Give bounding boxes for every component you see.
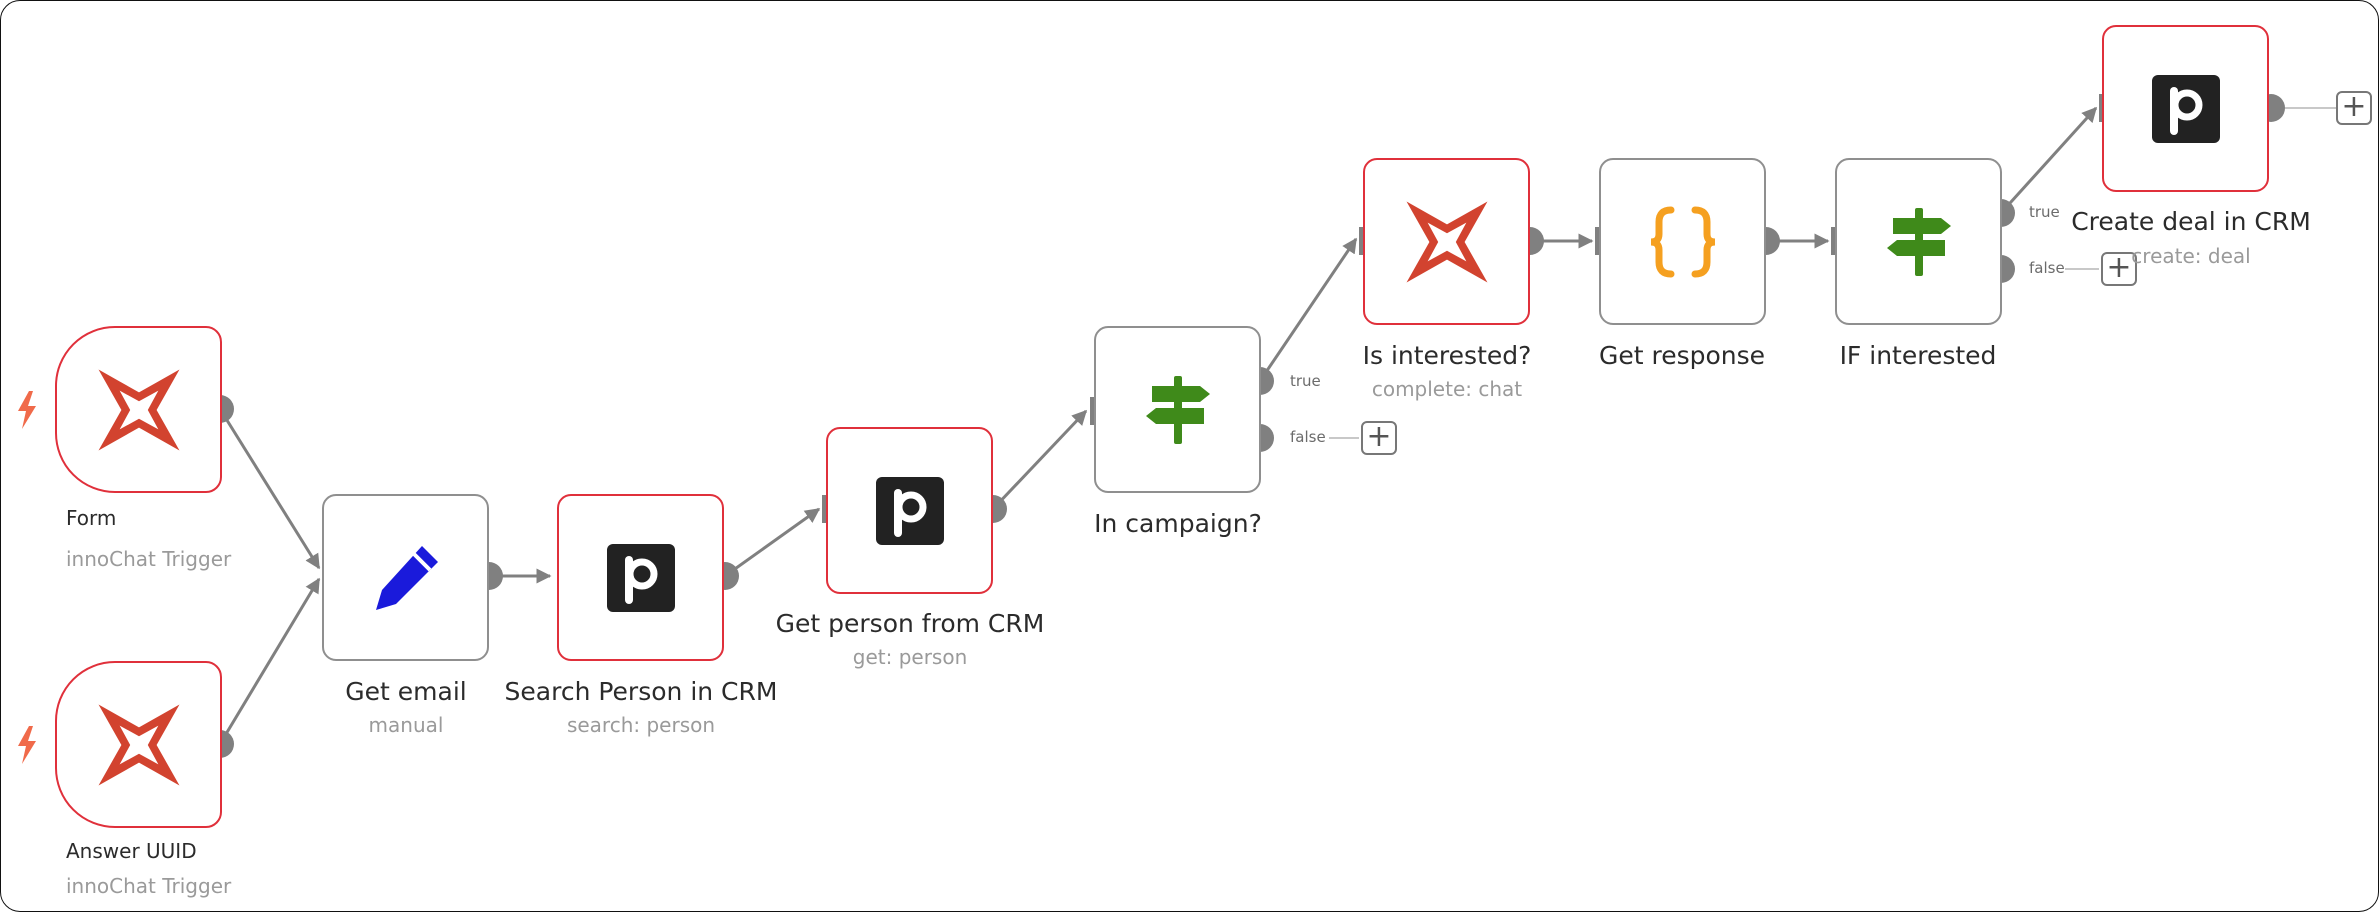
if-interested-false-label: false (2029, 259, 2065, 277)
node-get-person-title: Get person from CRM (775, 609, 1045, 638)
curly-braces-icon (1645, 204, 1721, 280)
in-campaign-true-label: true (1290, 372, 1321, 390)
node-answer-uuid-title: Answer UUID (66, 839, 197, 863)
pipedrive-logo-icon (2151, 74, 2220, 143)
node-create-deal[interactable] (2102, 25, 2269, 192)
node-answer-uuid-subtitle: innoChat Trigger (66, 874, 232, 898)
node-form[interactable] (55, 326, 222, 493)
innochat-logo-icon (1403, 198, 1491, 286)
edge-search-person-to-get-person[interactable] (724, 507, 821, 578)
edge-form-to-get-email[interactable] (218, 408, 321, 570)
node-get-person[interactable] (826, 427, 993, 594)
node-get-email[interactable] (322, 494, 489, 661)
node-get-email-title: Get email (345, 677, 467, 706)
innochat-logo-icon (95, 366, 183, 454)
node-is-interested-title: Is interested? (1362, 341, 1532, 370)
node-get-response[interactable] (1599, 158, 1766, 325)
node-create-deal-subtitle: create: deal (2131, 244, 2251, 268)
edge-if-interested-to-create-deal[interactable] (1999, 106, 2098, 215)
edge-get-person-to-in-campaign[interactable] (991, 409, 1088, 511)
in-campaign-false-add-button[interactable]: + (1361, 421, 1397, 455)
node-if-interested[interactable] (1835, 158, 2002, 325)
node-in-campaign-title: In campaign? (1094, 509, 1262, 538)
trigger-bolt-icon (18, 726, 36, 764)
pipedrive-logo-icon (606, 543, 675, 612)
node-is-interested-subtitle: complete: chat (1371, 377, 1523, 401)
signpost-icon (1885, 206, 1953, 278)
node-search-person-subtitle: search: person (566, 713, 716, 737)
pencil-icon (370, 542, 442, 614)
edge-in-campaign-to-is-interested[interactable] (1258, 237, 1358, 382)
node-in-campaign[interactable] (1094, 326, 1261, 493)
node-create-deal-title: Create deal in CRM (2071, 207, 2311, 236)
node-if-interested-title: IF interested (1839, 341, 1997, 370)
if-interested-true-label: true (2029, 203, 2060, 221)
create-deal-add-button[interactable]: + (2336, 91, 2372, 125)
node-get-email-subtitle: manual (368, 713, 444, 737)
node-answer-uuid[interactable] (55, 661, 222, 828)
trigger-bolt-icon (18, 391, 36, 429)
node-get-person-subtitle: get: person (852, 645, 968, 669)
node-search-person[interactable] (557, 494, 724, 661)
node-get-response-title: Get response (1598, 341, 1766, 370)
innochat-logo-icon (95, 701, 183, 789)
pipedrive-logo-icon (875, 476, 944, 545)
node-form-title: Form (66, 506, 117, 530)
in-campaign-false-label: false (1290, 428, 1326, 446)
node-form-subtitle: innoChat Trigger (66, 547, 232, 571)
node-is-interested[interactable] (1363, 158, 1530, 325)
node-search-person-title: Search Person in CRM (504, 677, 778, 706)
if-interested-false-add-button[interactable]: + (2101, 252, 2137, 286)
signpost-icon (1144, 374, 1212, 446)
edge-answer-to-get-email[interactable] (218, 577, 321, 745)
